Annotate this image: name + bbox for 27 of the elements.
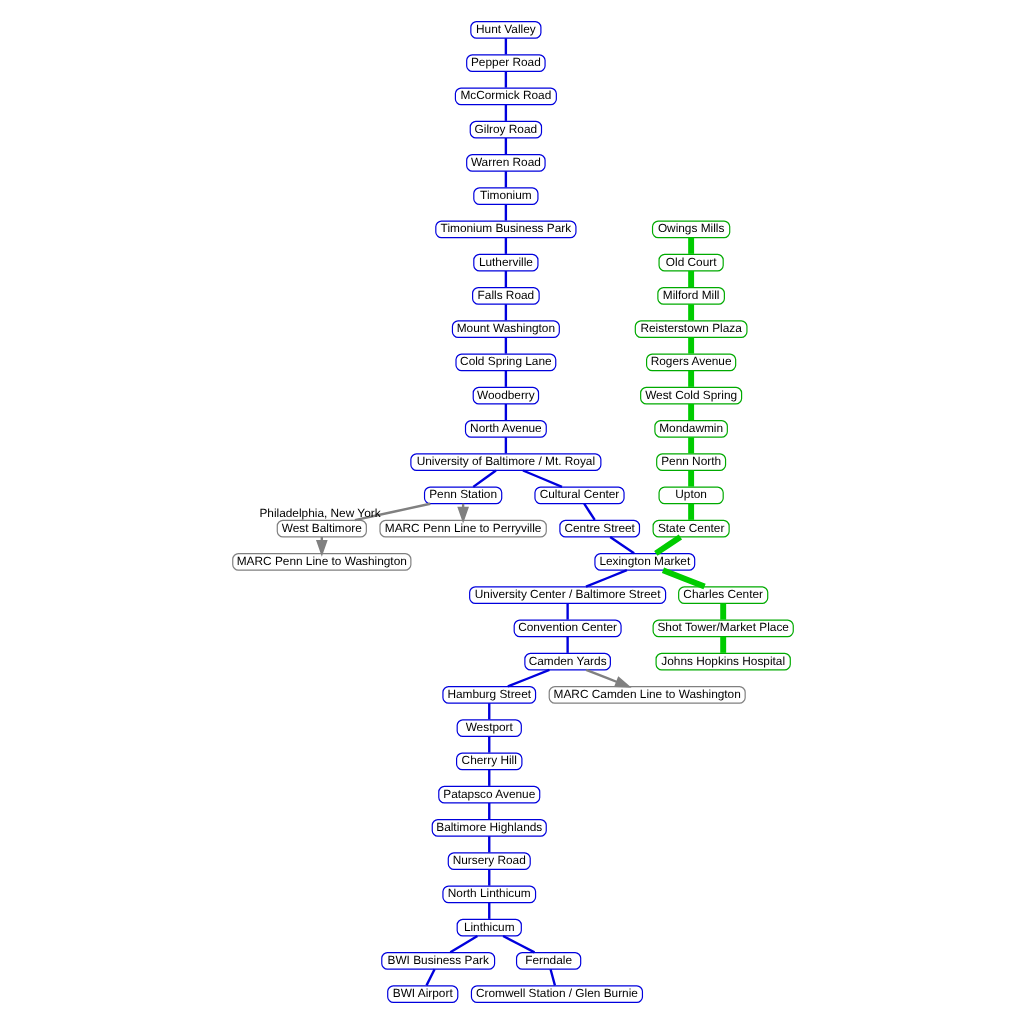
connector xyxy=(582,503,595,521)
connector xyxy=(687,370,694,387)
connector xyxy=(687,337,694,354)
connector xyxy=(687,437,694,454)
connector xyxy=(501,934,535,954)
connector xyxy=(584,569,627,588)
connector xyxy=(506,668,549,688)
connector xyxy=(719,603,726,620)
connector xyxy=(521,469,562,488)
connector xyxy=(653,534,682,556)
connector xyxy=(719,636,726,653)
connector xyxy=(448,934,478,954)
connector xyxy=(471,469,496,488)
connector xyxy=(687,470,694,487)
connector xyxy=(687,304,694,321)
connector xyxy=(565,603,568,620)
arrow xyxy=(584,668,631,688)
connector xyxy=(687,270,694,288)
connector xyxy=(565,636,568,653)
connector xyxy=(548,968,556,986)
connector xyxy=(353,502,430,522)
connector xyxy=(660,567,705,590)
connector xyxy=(687,237,694,254)
connector xyxy=(424,968,435,986)
connector xyxy=(608,536,634,555)
connector xyxy=(687,403,694,421)
connector xyxy=(687,503,694,520)
